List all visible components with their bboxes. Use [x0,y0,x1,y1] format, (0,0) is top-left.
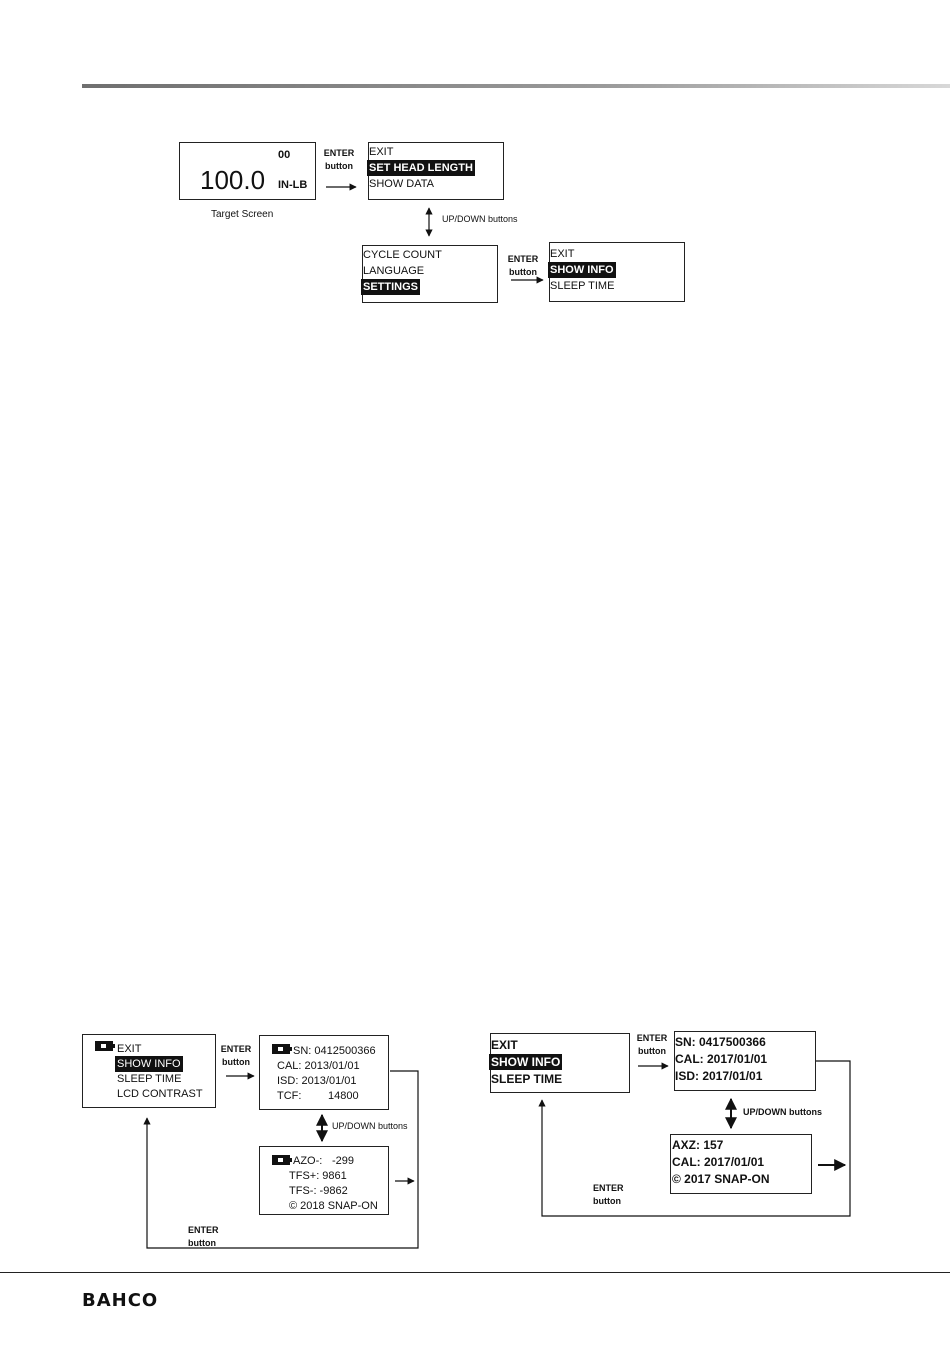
info-line: ISD: 2013/01/01 [277,1075,357,1087]
updown-label: UP/DOWN buttons [442,214,518,224]
target-screen-box: 00 100.0 IN-LB [179,142,316,200]
info-line: © 2017 SNAP-ON [672,1172,770,1186]
right-info-box-1: SN: 0417500366 CAL: 2017/01/01 ISD: 2017… [674,1031,816,1091]
menu-item: EXIT [550,248,575,260]
right-menu-box: EXIT SHOW INFO SLEEP TIME [489,1033,630,1093]
menu-item: SLEEP TIME [550,280,615,292]
battery-icon [95,1041,115,1051]
header-bar [82,84,950,88]
menu-item: EXIT [491,1038,518,1052]
menu-item-selected: SETTINGS [361,279,421,295]
info-line: CAL: 2017/01/01 [675,1052,768,1066]
menu-item: SLEEP TIME [117,1073,182,1085]
menu-item: SHOW DATA [369,178,434,190]
return-line [538,1060,851,1217]
menu-item-selected: SHOW INFO [548,262,616,278]
return-line [143,1070,419,1249]
info-line: SN: 0412500366 [293,1045,376,1057]
info-line-label: TCF: [277,1090,302,1102]
menu-box-main: EXIT SET HEAD LENGTH SHOW DATA [367,142,504,200]
battery-icon [272,1044,292,1054]
info-line-value: -299 [332,1155,355,1167]
menu-item-selected: SHOW INFO [115,1056,183,1072]
menu-box-info: EXIT SHOW INFO SLEEP TIME [548,242,685,302]
brand-logo: BAHCO [82,1290,159,1311]
info-line: © 2018 SNAP-ON [289,1200,378,1212]
updown-label: UP/DOWN buttons [743,1107,822,1117]
info-line: CAL: 2017/01/01 [672,1155,765,1169]
menu-item: LCD CONTRAST [117,1088,203,1100]
info-line: CAL: 2013/01/01 [277,1060,360,1072]
left-info-box-2: AZO-: -299 TFS+: 9861 TFS-: -9862 © 2018… [259,1146,389,1215]
info-line-value: 14800 [328,1090,359,1102]
info-line: AXZ: 157 [672,1138,724,1152]
menu-item: CYCLE COUNT [363,249,442,261]
menu-item: LANGUAGE [363,265,425,277]
battery-icon [272,1155,292,1165]
info-line: ISD: 2017/01/01 [675,1069,763,1083]
left-info-box-1: SN: 0412500366 CAL: 2013/01/01 ISD: 2013… [259,1035,389,1110]
menu-item: SLEEP TIME [491,1072,563,1086]
target-value: 100.0 [200,165,266,195]
info-line-label: AZO-: [293,1155,323,1167]
menu-item: EXIT [369,146,394,158]
menu-item: EXIT [117,1043,142,1055]
menu-box-settings: CYCLE COUNT LANGUAGE SETTINGS [361,245,498,303]
target-unit: IN-LB [278,179,308,191]
target-screen-caption: Target Screen [211,209,274,220]
left-menu-box: EXIT SHOW INFO SLEEP TIME LCD CONTRAST [82,1034,216,1108]
updown-label: UP/DOWN buttons [332,1121,408,1131]
info-line: TFS+: 9861 [289,1170,347,1182]
info-line: TFS-: -9862 [289,1185,348,1197]
info-line: SN: 0417500366 [675,1035,766,1049]
menu-item-selected: SHOW INFO [489,1054,563,1070]
right-info-box-2: AXZ: 157 CAL: 2017/01/01 © 2017 SNAP-ON [670,1134,812,1194]
menu-item-selected: SET HEAD LENGTH [367,160,475,176]
footer-divider [0,1272,950,1273]
target-counter: 00 [278,149,291,161]
